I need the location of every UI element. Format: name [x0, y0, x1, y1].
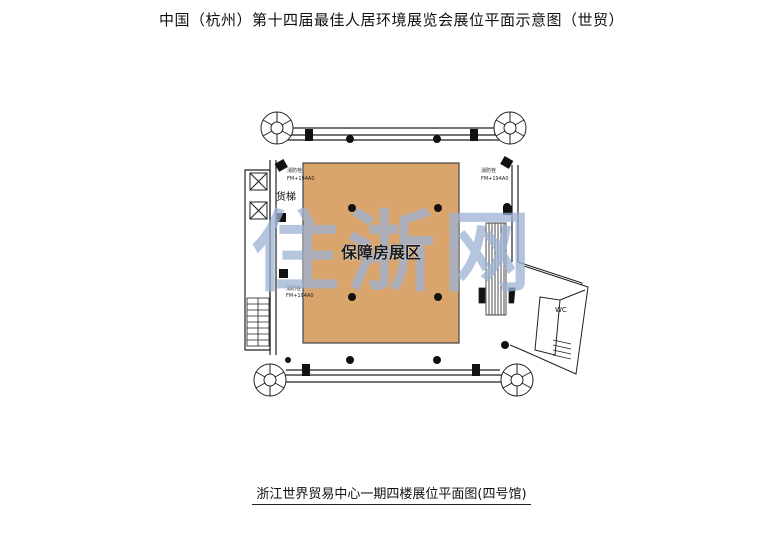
door-size-tag: FM+194A0 — [481, 176, 509, 182]
page-title: 中国（杭州）第十四届最佳人居环境展览会展位平面示意图（世贸） — [158, 11, 624, 29]
plan-caption: 浙江世界贸易中心一期四楼展位平面图(四号馆) — [0, 483, 783, 505]
wall-blocks — [274, 129, 514, 376]
watermark-text: 住浙网 — [251, 201, 539, 304]
wc-label: WC — [555, 306, 567, 314]
door-tag: 消防栓 — [286, 285, 301, 292]
pillar — [348, 293, 356, 301]
exhibition-hall-area[interactable] — [302, 162, 460, 344]
wc-stalls — [552, 339, 572, 360]
pillar — [433, 356, 441, 364]
door-size-tag: FM+194A0 — [286, 293, 314, 299]
door-tag: 消防栓 — [481, 167, 496, 174]
door-tags: 消防栓 FM+194A0 消防栓 FM+194A0 消防栓 FM+194A0 — [286, 167, 509, 299]
door-tag: 消防栓 — [287, 167, 302, 174]
freight-elevator-label: 货梯 — [276, 190, 296, 203]
pillar — [501, 341, 509, 349]
pillar — [433, 135, 441, 143]
pillar — [434, 204, 442, 212]
plan-caption-text: 浙江世界贸易中心一期四楼展位平面图(四号馆) — [252, 483, 531, 505]
pillar — [434, 293, 442, 301]
hall-area-label: 保障房展区 — [340, 243, 421, 262]
elevator-shafts — [249, 172, 268, 220]
escalators — [478, 222, 516, 316]
corner-stair-ne — [493, 111, 527, 145]
pillar — [346, 135, 354, 143]
corner-stair-sw — [253, 363, 287, 397]
pillars — [285, 135, 511, 364]
corner-stair-nw — [260, 111, 294, 145]
pillar — [348, 204, 356, 212]
pillar — [285, 357, 291, 363]
corner-stair-se — [500, 363, 534, 397]
pillar — [346, 356, 354, 364]
door-size-tag: FM+194A0 — [287, 176, 315, 182]
west-staircase — [246, 297, 270, 347]
